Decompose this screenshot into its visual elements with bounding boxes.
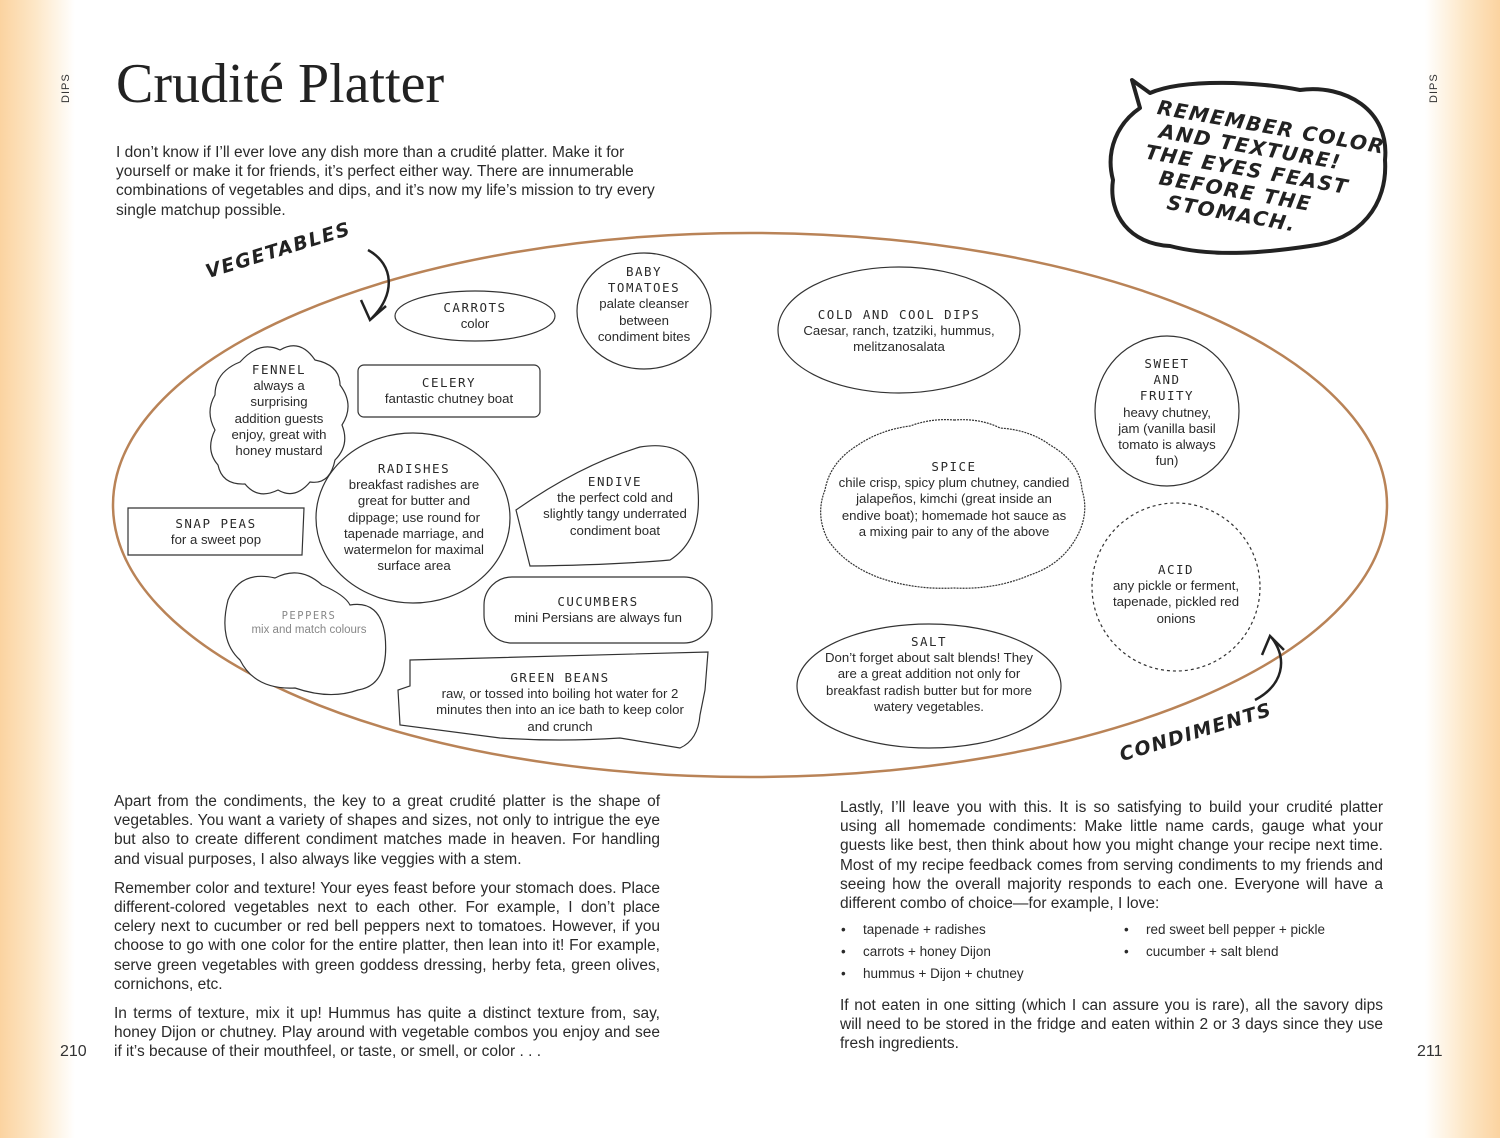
green-beans-shape [397, 651, 709, 749]
page-title: Crudité Platter [116, 53, 445, 115]
peppers-bubble: PEPPERS mix and match colours [240, 609, 378, 637]
snap-peas-text: for a sweet pop [170, 532, 262, 548]
baby-tomatoes-text: palate cleanser between condiment bites [597, 296, 691, 344]
body-paragraph: In terms of texture, mix it up! Hummus h… [114, 1005, 660, 1061]
cucumbers-heading: CUCUMBERS [557, 594, 639, 609]
green-beans-bubble: GREEN BEANS raw, or tossed into boiling … [428, 670, 692, 735]
cold-dips-shape [777, 266, 1021, 394]
acid-shape [1091, 502, 1261, 672]
body-paragraph: Apart from the condiments, the key to a … [114, 793, 660, 868]
body-paragraph: Remember color and texture! Your eyes fe… [114, 879, 660, 993]
sweet-fruity-text: heavy chutney, jam (vanilla basil tomato… [1118, 404, 1216, 469]
vegetables-arrow [367, 248, 390, 319]
cold-dips-bubble: COLD AND COOL DIPS Caesar, ranch, tzatzi… [790, 307, 1008, 356]
endive-text: the perfect cold and slightly tangy unde… [543, 490, 687, 538]
sweet-fruity-bubble: SWEET AND FRUITY heavy chutney, jam (van… [1112, 356, 1222, 469]
list-item: hummus + Dijon + chutney [841, 963, 1024, 985]
radishes-text: breakfast radishes are great for butter … [343, 477, 485, 574]
peppers-heading: PEPPERS [281, 610, 337, 622]
spice-heading: SPICE [931, 459, 977, 474]
fennel-text: always a surprising addition guests enjo… [231, 378, 327, 459]
list-item: cucumber + salt blend [1124, 941, 1279, 963]
page-number-left: 210 [60, 1043, 87, 1060]
peppers-shape [224, 572, 387, 696]
endive-heading: ENDIVE [587, 474, 643, 489]
baby-tomatoes-bubble: BABY TOMATOES palate cleanser between co… [590, 264, 698, 345]
snap-peas-bubble: SNAP PEAS for a sweet pop [135, 516, 297, 548]
cucumbers-bubble: CUCUMBERS mini Persians are always fun [494, 594, 702, 626]
snap-peas-shape [127, 507, 305, 556]
green-beans-heading: GREEN BEANS [510, 670, 610, 685]
salt-heading: SALT [910, 634, 948, 649]
sweet-fruity-shape [1094, 335, 1240, 487]
peppers-text: mix and match colours [251, 624, 367, 636]
page-number-right: 211 [1417, 1043, 1443, 1060]
list-item: red sweet bell pepper + pickle [1124, 919, 1325, 941]
baby-tomatoes-shape [576, 252, 712, 370]
fennel-heading: FENNEL [251, 362, 307, 377]
celery-heading: CELERY [421, 375, 477, 390]
salt-shape [796, 623, 1062, 749]
spice-bubble: SPICE chile crisp, spicy plum chutney, c… [838, 459, 1070, 540]
cucumbers-shape [483, 576, 713, 644]
baby-tomatoes-heading: BABY TOMATOES [607, 264, 681, 296]
fennel-bubble: FENNEL always a surprising addition gues… [226, 362, 332, 459]
celery-text: fantastic chutney boat [384, 391, 514, 407]
celery-shape [357, 364, 541, 418]
fennel-shape [209, 345, 349, 495]
celery-bubble: CELERY fantastic chutney boat [364, 375, 534, 407]
snap-peas-heading: SNAP PEAS [175, 516, 257, 531]
left-column: Apart from the condiments, the key to a … [114, 792, 660, 1072]
endive-shape [515, 445, 700, 567]
salt-bubble: SALT Don’t forget about salt blends! The… [818, 634, 1040, 715]
acid-heading: ACID [1157, 562, 1195, 577]
cucumbers-text: mini Persians are always fun [514, 610, 682, 626]
sweet-fruity-heading: SWEET AND FRUITY [1139, 356, 1195, 404]
cold-dips-heading: COLD AND COOL DIPS [817, 307, 981, 322]
radishes-heading: RADISHES [377, 461, 451, 476]
spice-text: chile crisp, spicy plum chutney, candied… [838, 475, 1070, 539]
green-beans-text: raw, or tossed into boiling hot water fo… [436, 686, 684, 734]
right-column-para-2: If not eaten in one sitting (which I can… [840, 997, 1383, 1053]
list-item: carrots + honey Dijon [841, 941, 991, 963]
carrots-shape [394, 290, 556, 342]
acid-text: any pickle or ferment, tapenade, pickled… [1112, 578, 1240, 626]
list-item: tapenade + radishes [841, 919, 986, 941]
radishes-bubble: RADISHES breakfast radishes are great fo… [333, 461, 495, 574]
intro-paragraph: I don’t know if I’ll ever love any dish … [116, 144, 655, 219]
condiments-arrow [1254, 637, 1283, 702]
endive-bubble: ENDIVE the perfect cold and slightly tan… [538, 474, 692, 539]
carrots-heading: CARROTS [443, 300, 507, 315]
radishes-shape [315, 432, 511, 604]
salt-text: Don’t forget about salt blends! They are… [825, 650, 1033, 714]
right-column-para-1: Lastly, I’ll leave you with this. It is … [840, 799, 1383, 913]
acid-bubble: ACID any pickle or ferment, tapenade, pi… [1102, 562, 1250, 627]
callout-outline [1108, 78, 1388, 255]
spice-shape [820, 419, 1086, 589]
cold-dips-text: Caesar, ranch, tzatziki, hummus, melitza… [803, 323, 995, 355]
carrots-bubble: CARROTS color [405, 300, 545, 332]
platter-outline [111, 231, 1389, 779]
carrots-text: color [460, 316, 490, 332]
